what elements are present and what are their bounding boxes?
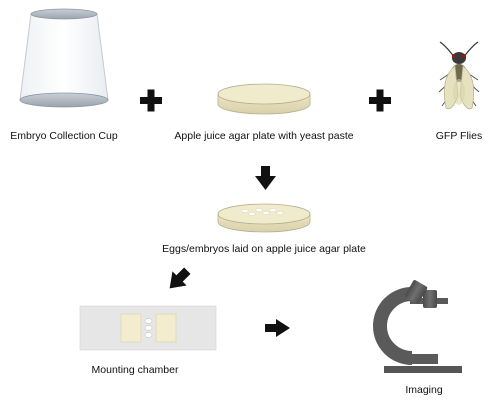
flies-label: GFP Flies: [435, 130, 483, 142]
plate-label: Apple juice agar plate with yeast paste: [174, 130, 354, 142]
collection-cup-icon: [19, 8, 109, 108]
arrow-right-icon: [265, 319, 290, 337]
egg-plate-icon: [217, 203, 311, 233]
chamber-label: Mounting chamber: [91, 364, 179, 376]
arrow-down-icon: [255, 166, 276, 190]
plus-icon: [140, 89, 162, 112]
agar-plate-icon: [217, 83, 311, 115]
eggs-label: Eggs/embryos laid on apple juice agar pl…: [162, 243, 366, 255]
microscope-icon: [373, 280, 462, 373]
imaging-label: Imaging: [405, 384, 443, 396]
cup-label: Embryo Collection Cup: [10, 130, 118, 142]
plus-icon: [369, 89, 391, 112]
fly-icon: [438, 41, 480, 110]
mounting-slide-icon: [79, 305, 217, 351]
arrow-down-left-icon: [169, 267, 191, 289]
